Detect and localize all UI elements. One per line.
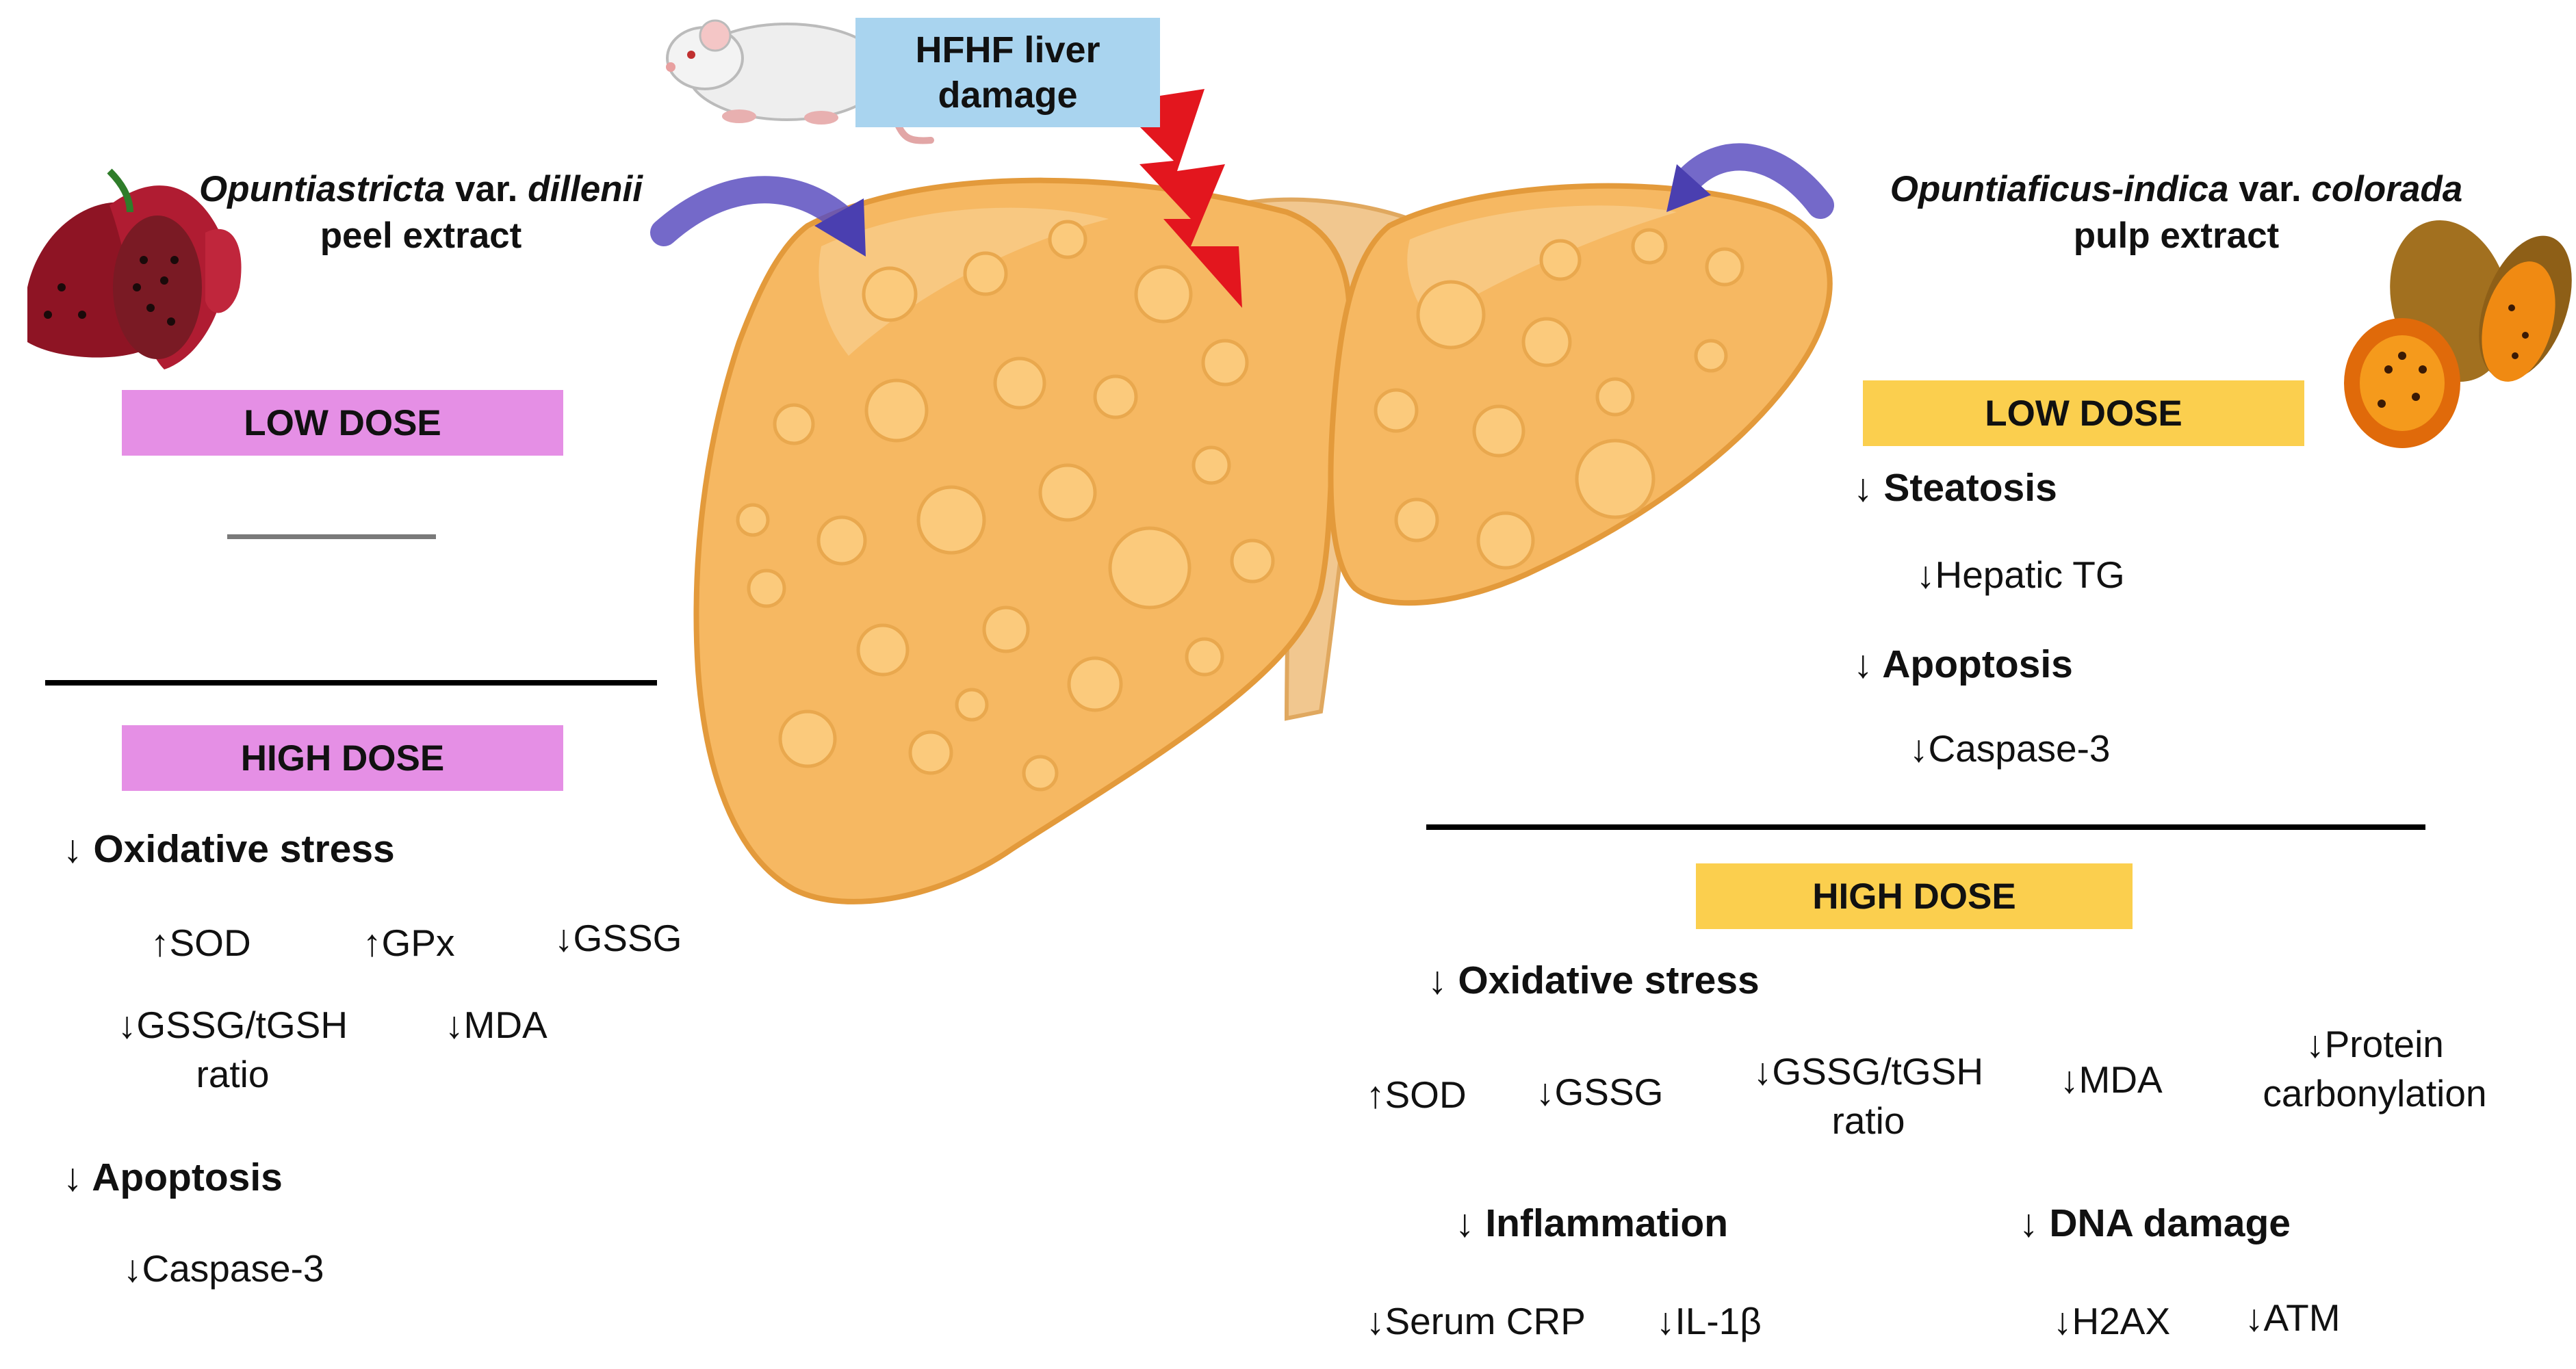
right-il1b: ↓IL-1β — [1656, 1300, 1762, 1342]
right-inflammation-heading: ↓ Inflammation — [1455, 1201, 1729, 1245]
left-gssg-ratio-line2: ratio — [196, 1053, 270, 1095]
right-var: var. — [2239, 169, 2302, 209]
right-h2ax: ↓H2AX — [2053, 1300, 2171, 1342]
right-sod: ↑SOD — [1366, 1073, 1467, 1116]
right-dna-heading: ↓ DNA damage — [2019, 1201, 2291, 1245]
right-species-b: ficus-indica — [2026, 169, 2229, 209]
right-gssg-ratio-line1: ↓GSSG/tGSH — [1753, 1050, 1984, 1093]
right-title-line2: pulp extract — [2073, 216, 2280, 256]
left-mda: ↓MDA — [445, 1004, 548, 1046]
left-low-dose-dash — [227, 534, 436, 539]
left-oxidative-heading: ↓ Oxidative stress — [63, 827, 395, 871]
rat-illustration — [666, 19, 934, 144]
left-variety: dillenii — [528, 169, 643, 209]
left-gpx: ↑GPx — [363, 922, 455, 964]
left-gssg: ↓GSSG — [554, 917, 682, 959]
left-low-dose-label: LOW DOSE — [122, 390, 563, 456]
right-species-a: Opuntia — [1890, 169, 2027, 209]
right-apoptosis-heading: ↓ Apoptosis — [1853, 642, 2073, 686]
right-extract-title: Opuntiaficus-indica var. colorada pulp e… — [1862, 166, 2491, 259]
lightning-icon — [1116, 89, 1242, 308]
curved-arrow-icon — [650, 176, 866, 257]
right-atm: ↓ATM — [2245, 1296, 2341, 1339]
right-divider — [1426, 824, 2425, 830]
left-extract-title: Opuntiastricta var. dillenii peel extrac… — [178, 166, 664, 259]
hfhf-banner: HFHF liver damage — [855, 18, 1160, 127]
left-apoptosis-heading: ↓ Apoptosis — [63, 1156, 283, 1199]
left-gssg-ratio: ↓GSSG/tGSH ratio — [96, 1000, 370, 1099]
right-gssg-ratio-line2: ratio — [1831, 1099, 1905, 1142]
left-caspase: ↓Caspase-3 — [123, 1247, 324, 1290]
right-protein-line2: carbonylation — [2263, 1072, 2487, 1114]
left-divider — [45, 680, 657, 686]
right-serum-crp: ↓Serum CRP — [1366, 1300, 1586, 1342]
right-protein-line1: ↓Protein — [2306, 1023, 2444, 1065]
prickly-pear-image — [2344, 220, 2572, 448]
right-mda: ↓MDA — [2060, 1058, 2163, 1101]
right-oxidative-heading: ↓ Oxidative stress — [1428, 959, 1760, 1002]
left-var: var. — [455, 169, 518, 209]
left-species-b: stricta — [336, 169, 446, 209]
left-species-a: Opuntia — [199, 169, 337, 209]
left-gssg-ratio-line1: ↓GSSG/tGSH — [117, 1004, 348, 1046]
banner-line1: HFHF liver — [915, 29, 1100, 70]
dragon-fruit-image — [27, 168, 242, 369]
curved-arrow-icon — [1666, 143, 1834, 219]
right-protein-carbonylation: ↓Protein carbonylation — [2231, 1019, 2519, 1118]
right-high-dose-label: HIGH DOSE — [1696, 863, 2133, 929]
banner-line2: damage — [938, 75, 1078, 116]
right-gssg: ↓GSSG — [1536, 1071, 1664, 1113]
left-high-dose-label: HIGH DOSE — [122, 725, 563, 791]
right-variety: colorada — [2311, 169, 2463, 209]
liver-illustration — [693, 177, 1833, 904]
right-caspase: ↓Caspase-3 — [1909, 727, 2111, 770]
right-steatosis-heading: ↓ Steatosis — [1853, 466, 2057, 510]
left-title-line2: peel extract — [320, 216, 522, 256]
left-sod: ↑SOD — [151, 922, 251, 964]
right-hepatic-tg: ↓Hepatic TG — [1916, 553, 2125, 596]
right-gssg-ratio: ↓GSSG/tGSH ratio — [1731, 1047, 2005, 1145]
right-low-dose-label: LOW DOSE — [1863, 380, 2304, 446]
